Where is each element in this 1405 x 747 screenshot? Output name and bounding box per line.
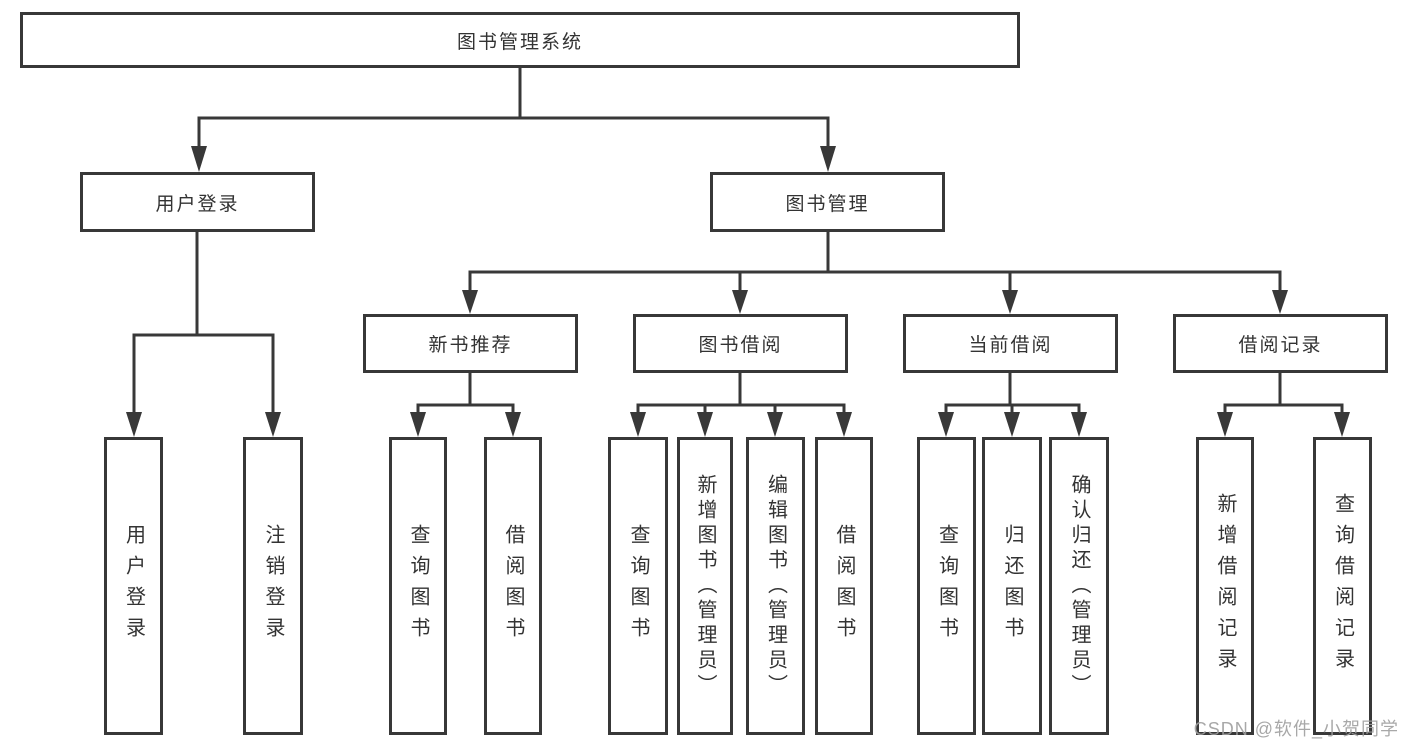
node-current-borrow-label: 当前借阅 xyxy=(968,335,1053,356)
arrowhead-icons xyxy=(126,146,1350,437)
leaf-borrow-book-1: 借阅图书 xyxy=(484,437,542,735)
node-root-label: 图书管理系统 xyxy=(456,31,583,53)
node-book-management-label: 图书管理 xyxy=(785,193,870,215)
node-borrow-record: 借阅记录 xyxy=(1173,314,1388,373)
leaf-borrow-book-2-label: 借阅图书 xyxy=(833,524,855,648)
node-book-borrow-label: 图书借阅 xyxy=(698,335,783,356)
leaf-query-book-2-label: 查询图书 xyxy=(627,524,649,648)
leaf-logout-label: 注销登录 xyxy=(262,524,284,648)
leaf-query-book-3: 查询图书 xyxy=(917,437,976,735)
leaf-query-book-1: 查询图书 xyxy=(389,437,447,735)
leaf-return-book: 归还图书 xyxy=(982,437,1042,735)
leaf-user-login: 用户登录 xyxy=(104,437,163,735)
leaf-logout: 注销登录 xyxy=(243,437,303,735)
leaf-add-book-admin: 新增图书（管理员） xyxy=(677,437,733,735)
leaf-borrow-book-2: 借阅图书 xyxy=(815,437,873,735)
node-user-login: 用户登录 xyxy=(80,172,315,232)
node-new-book-recommend: 新书推荐 xyxy=(363,314,578,373)
node-book-borrow: 图书借阅 xyxy=(633,314,848,373)
node-book-management: 图书管理 xyxy=(710,172,945,232)
leaf-query-borrow-record: 查询借阅记录 xyxy=(1313,437,1372,735)
leaf-confirm-return-admin: 确认归还（管理员） xyxy=(1049,437,1109,735)
node-borrow-record-label: 借阅记录 xyxy=(1238,335,1323,356)
leaf-edit-book-admin: 编辑图书（管理员） xyxy=(746,437,805,735)
leaf-confirm-return-admin-label: 确认归还（管理员） xyxy=(1068,473,1090,699)
leaf-query-book-2: 查询图书 xyxy=(608,437,668,735)
leaf-return-book-label: 归还图书 xyxy=(1001,524,1023,648)
leaf-borrow-book-1-label: 借阅图书 xyxy=(502,524,524,648)
leaf-query-book-1-label: 查询图书 xyxy=(407,524,429,648)
node-user-login-label: 用户登录 xyxy=(155,193,240,215)
leaf-edit-book-admin-label: 编辑图书（管理员） xyxy=(764,473,787,699)
leaf-query-borrow-record-label: 查询借阅记录 xyxy=(1331,493,1354,679)
node-root: 图书管理系统 xyxy=(20,12,1020,68)
node-new-book-recommend-label: 新书推荐 xyxy=(428,335,513,356)
leaf-query-book-3-label: 查询图书 xyxy=(935,524,958,648)
watermark: CSDN @软件_小贺同学 xyxy=(1193,719,1399,739)
leaf-add-borrow-record: 新增借阅记录 xyxy=(1196,437,1254,735)
node-current-borrow: 当前借阅 xyxy=(903,314,1118,373)
leaf-add-borrow-record-label: 新增借阅记录 xyxy=(1214,493,1236,679)
leaf-add-book-admin-label: 新增图书（管理员） xyxy=(694,473,716,699)
leaf-user-login-label: 用户登录 xyxy=(122,524,145,648)
